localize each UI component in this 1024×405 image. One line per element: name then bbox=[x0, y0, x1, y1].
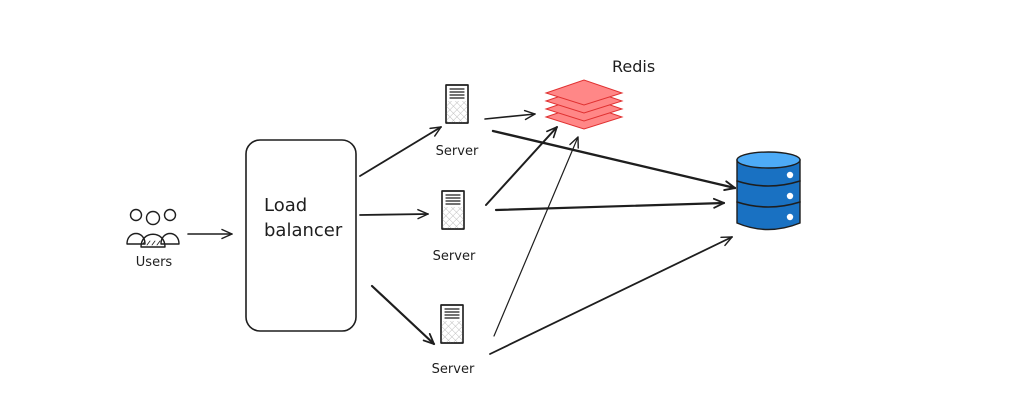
users-label: Users bbox=[136, 255, 173, 270]
server-icon bbox=[445, 84, 469, 124]
arrow-server-1-to-redis bbox=[484, 109, 536, 121]
database-node bbox=[736, 151, 801, 231]
server-node-2: Server bbox=[433, 190, 476, 264]
connection-arrows bbox=[187, 109, 737, 355]
server-label: Server bbox=[436, 144, 479, 159]
arrow-server-1-to-database bbox=[491, 129, 737, 192]
redis-node: Redis bbox=[544, 57, 655, 130]
load-balancer-label-line1: Load bbox=[264, 195, 307, 216]
arrow-server-3-to-redis bbox=[493, 136, 579, 337]
arrow-server-3-to-database bbox=[489, 236, 733, 355]
server-node-1: Server bbox=[436, 84, 479, 159]
load-balancer-box bbox=[245, 139, 357, 332]
redis-stack-icon bbox=[544, 79, 624, 130]
server-label: Server bbox=[432, 362, 475, 377]
load-balancer-label-line2: balancer bbox=[264, 220, 343, 241]
arrow-load-balancer-to-server-1 bbox=[359, 126, 442, 177]
arrow-server-2-to-database bbox=[494, 197, 726, 212]
arrow-users-to-load-balancer bbox=[187, 228, 233, 240]
arrow-server-2-to-redis bbox=[485, 126, 558, 206]
server-icon bbox=[440, 304, 464, 344]
server-icon bbox=[441, 190, 465, 230]
arrow-load-balancer-to-server-2 bbox=[359, 208, 429, 220]
redis-label: Redis bbox=[612, 57, 655, 76]
arrow-load-balancer-to-server-3 bbox=[370, 284, 436, 346]
server-label: Server bbox=[433, 249, 476, 264]
database-icon bbox=[736, 151, 801, 231]
load-balancer-node: Load balancer bbox=[245, 139, 357, 332]
server-node-3: Server bbox=[432, 304, 475, 377]
users-icon bbox=[126, 208, 180, 248]
users-node: Users bbox=[126, 208, 180, 270]
